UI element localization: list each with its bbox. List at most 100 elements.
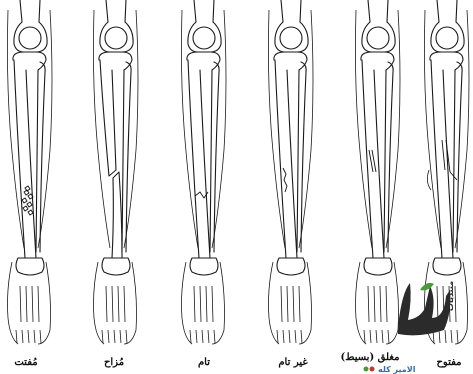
fracture-line	[442, 140, 457, 180]
fracture-crack	[283, 168, 287, 192]
leg-complete	[181, 0, 226, 344]
tibial-plateau	[99, 52, 132, 70]
toe	[114, 330, 115, 343]
caption-open: مفتوح	[436, 357, 461, 368]
tibia	[275, 60, 297, 258]
foot-outline	[8, 262, 51, 344]
toe	[370, 330, 371, 343]
femur-shaft	[368, 0, 388, 22]
toe	[190, 330, 191, 343]
metatarsal	[20, 286, 21, 322]
toe	[34, 330, 35, 343]
metatarsal	[374, 286, 375, 322]
patella	[367, 27, 389, 49]
toe	[208, 330, 209, 343]
ankle	[277, 258, 305, 275]
metatarsal	[106, 286, 107, 322]
metatarsal	[212, 286, 213, 322]
toe	[108, 330, 109, 343]
watermark-bottom-label: الامير كله	[378, 365, 416, 374]
watermark-dot-red	[370, 367, 375, 372]
leg-closed	[355, 0, 400, 344]
toe	[214, 330, 215, 343]
tibia	[362, 60, 384, 258]
toe	[445, 330, 446, 343]
watermark-dot-green	[364, 367, 369, 372]
tibia-lower	[112, 172, 122, 258]
foot-outline	[269, 262, 312, 344]
caption-incomplete: غير تام	[278, 357, 308, 368]
toe	[382, 330, 383, 343]
fibula	[210, 62, 219, 252]
toe	[40, 330, 41, 343]
foot-outline	[182, 262, 225, 344]
tibia-upper	[100, 60, 116, 176]
fracture-line	[109, 170, 119, 178]
ankle	[16, 258, 44, 275]
toe	[277, 330, 278, 343]
fibula	[384, 62, 393, 252]
metatarsal	[386, 286, 387, 322]
ankle	[190, 258, 218, 275]
metatarsal	[206, 286, 207, 322]
caption-complete: تام	[198, 357, 210, 368]
toe	[289, 330, 290, 343]
leg-displaced	[93, 0, 138, 344]
toe	[439, 330, 440, 343]
metatarsal	[32, 286, 33, 322]
ankle	[102, 258, 130, 275]
femur-shaft	[194, 0, 214, 22]
bone-fragment	[28, 210, 33, 215]
bone-fragment	[22, 198, 27, 203]
toe	[295, 330, 296, 343]
leg-comminuted	[7, 0, 52, 344]
toe	[126, 330, 127, 343]
fibula	[297, 62, 306, 252]
metatarsal	[287, 286, 288, 322]
toe	[451, 330, 452, 343]
metatarsal	[26, 286, 27, 322]
toe	[202, 330, 203, 343]
patella	[436, 27, 458, 49]
bone-fragment	[23, 206, 28, 211]
tibial-plateau	[187, 52, 220, 70]
femur-shaft	[437, 0, 457, 22]
leg-incomplete	[268, 0, 313, 344]
tibial-plateau	[430, 52, 463, 70]
toe	[301, 330, 302, 343]
fracture-line	[369, 150, 376, 172]
metatarsal	[380, 286, 381, 322]
metatarsal	[124, 286, 125, 322]
femur-shaft	[281, 0, 301, 22]
patella	[193, 27, 215, 49]
metatarsal	[368, 286, 369, 322]
bone-fragment	[27, 202, 32, 207]
toe	[22, 330, 23, 343]
metatarsal	[455, 286, 456, 322]
skin-wound	[427, 170, 431, 190]
caption-closed: مغلق (بسيط)	[341, 352, 400, 363]
metatarsal	[194, 286, 195, 322]
ankle	[433, 258, 461, 275]
foot-outline	[356, 262, 399, 344]
foot-outline	[94, 262, 137, 344]
caption-comminuted: مُفتت	[14, 357, 37, 368]
tibia	[188, 60, 210, 258]
panels-group	[7, 0, 469, 344]
fibula	[36, 62, 45, 252]
toe	[16, 330, 17, 343]
toe	[196, 330, 197, 343]
toe	[120, 330, 121, 343]
patella	[19, 27, 41, 49]
patella	[280, 27, 302, 49]
watermark-leaf	[420, 283, 434, 291]
caption-displaced: مُزاح	[104, 357, 124, 368]
bone-fragment	[25, 186, 30, 191]
tibial-plateau	[13, 52, 46, 70]
metatarsal	[200, 286, 201, 322]
metatarsal	[293, 286, 294, 322]
tibia	[431, 60, 453, 258]
tibial-plateau	[274, 52, 307, 70]
tibia	[14, 60, 36, 258]
